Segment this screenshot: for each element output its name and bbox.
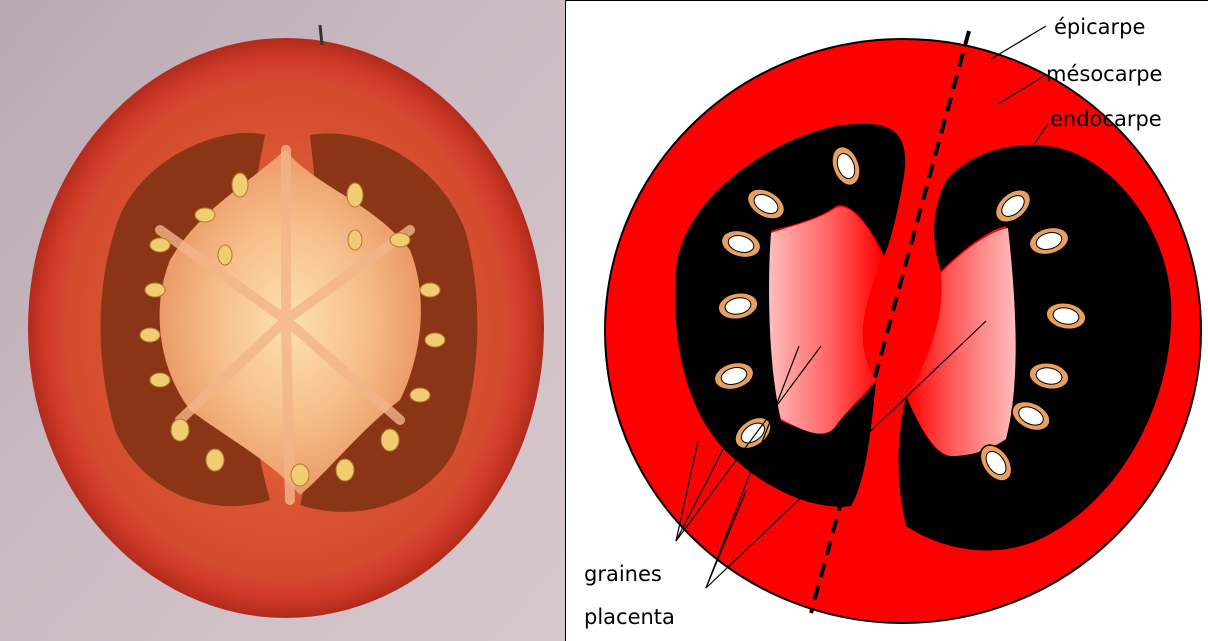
label-placenta: placenta [584, 605, 675, 629]
label-epicarpe: épicarpe [1054, 15, 1145, 39]
tomato-photo-svg [0, 0, 565, 641]
tomato-diagram-svg: épicarpe mésocarpe endocarpe graines pla… [566, 1, 1208, 641]
tomato-diagram: épicarpe mésocarpe endocarpe graines pla… [565, 0, 1208, 641]
label-endocarpe: endocarpe [1050, 107, 1162, 131]
tomato-photo [0, 0, 565, 641]
photo-stem-mark [320, 25, 322, 45]
label-mesocarpe: mésocarpe [1046, 62, 1162, 86]
label-graines: graines [584, 562, 662, 586]
